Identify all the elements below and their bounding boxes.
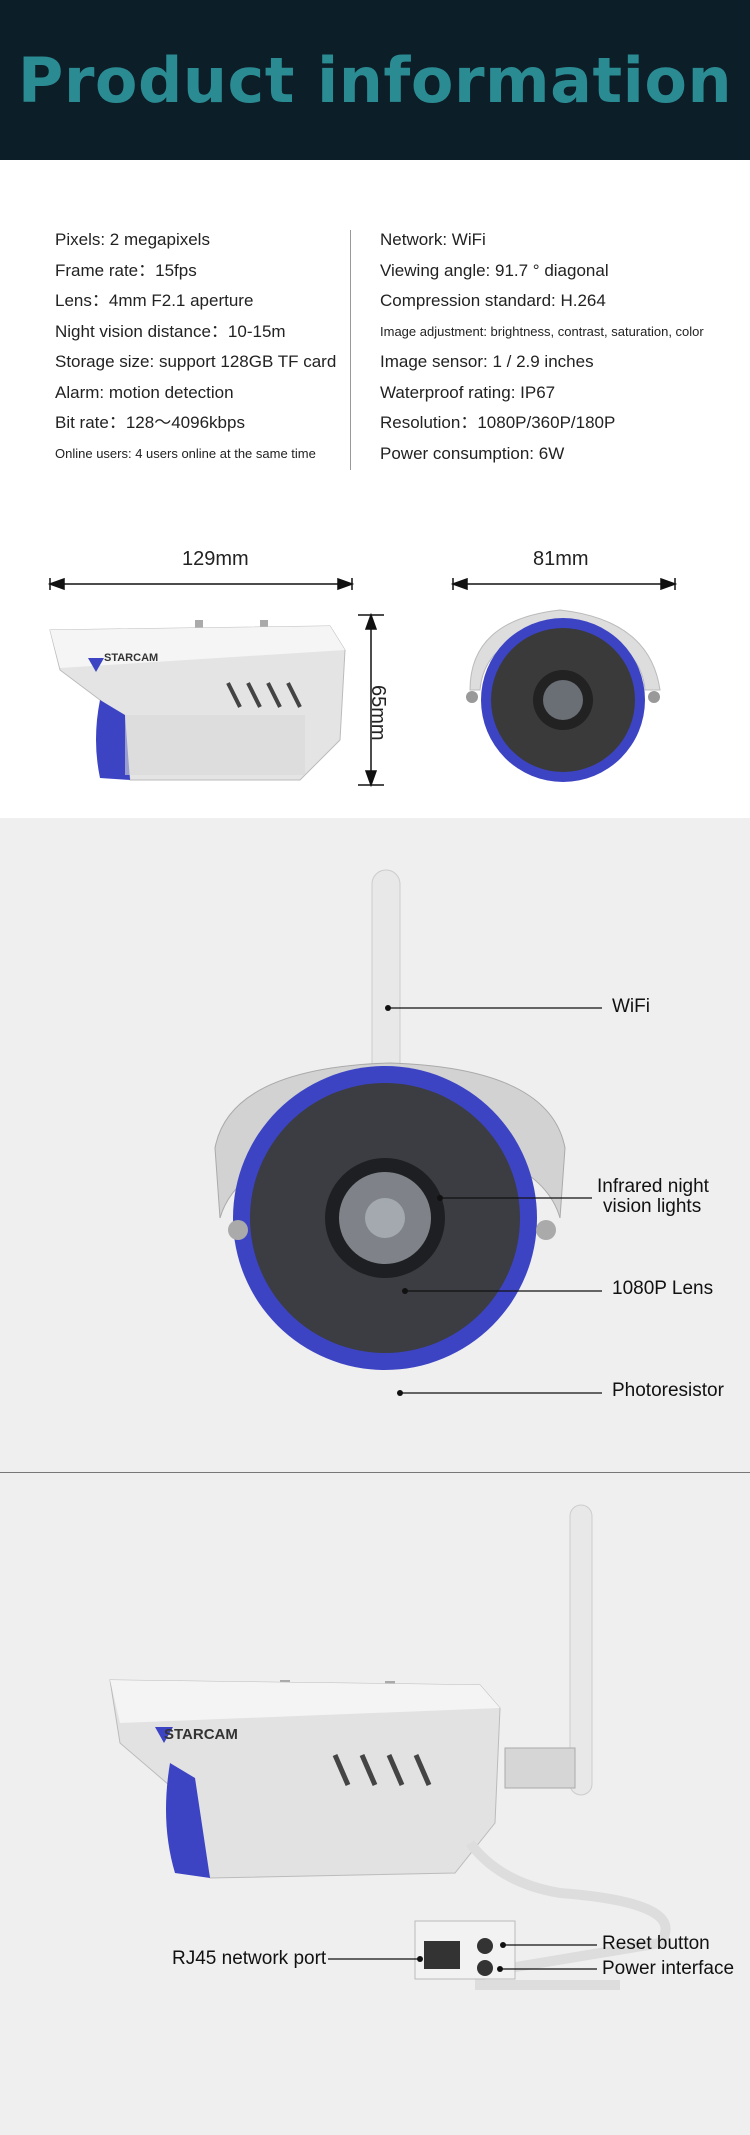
length-label: 129mm — [182, 548, 249, 570]
callout-rj45: RJ45 network port — [172, 1948, 327, 1969]
callout-reset: Reset button — [602, 1933, 710, 1954]
spec-item: Image sensor: 1 / 2.9 inches — [380, 352, 594, 371]
header-banner: Product information — [0, 0, 750, 160]
spec-item: Image adjustment: brightness, contrast, … — [380, 323, 704, 339]
brand-logo-large: STARCAM — [164, 1726, 238, 1743]
dimension-svg — [47, 577, 678, 788]
front-view-svg — [214, 869, 602, 1396]
page-title: Product information — [17, 43, 733, 117]
spec-item: Power consumption: 6W — [380, 443, 565, 463]
spec-item: Waterproof rating: IP67 — [380, 382, 556, 402]
length-arrow — [47, 577, 355, 591]
spec-item: Pixels: 2 megapixels — [55, 230, 210, 249]
side-view-section: STARCAM RJ45 network port Reset button P… — [0, 1473, 750, 2135]
side-camera-drawing — [49, 620, 346, 781]
rj45-port — [424, 1941, 460, 1969]
spec-item: Viewing angle: 91.7 ° diagonal — [380, 260, 609, 280]
specs-table: Pixels: 2 megapixels Frame rate：15fps Le… — [55, 225, 735, 475]
callout-lens: 1080P Lens — [612, 1278, 714, 1299]
front-view-section: WiFi Infrared night vision lights 1080P … — [0, 818, 750, 1473]
specs-divider — [350, 230, 351, 470]
specs-left-column: Pixels: 2 megapixels Frame rate：15fps Le… — [55, 225, 345, 469]
specs-right-column: Network: WiFi Viewing angle: 91.7 ° diag… — [380, 225, 740, 469]
callout-photoresistor: Photoresistor — [612, 1380, 724, 1401]
front-camera-drawing — [466, 609, 661, 782]
spec-item: Network: WiFi — [380, 230, 486, 249]
dimension-drawings: 129mm 65mm 81mm STARCAM — [0, 540, 750, 810]
width-label: 81mm — [533, 548, 589, 570]
spec-item: Resolution：1080P/360P/180P — [380, 413, 616, 432]
height-arrow — [358, 612, 384, 788]
spec-item: Storage size: support 128GB TF card — [55, 352, 337, 371]
brand-logo: STARCAM — [104, 652, 159, 664]
spec-item: Alarm: motion detection — [55, 382, 234, 402]
spec-item: Night vision distance：10-15m — [55, 321, 286, 341]
callout-power: Power interface — [602, 1958, 735, 1979]
callout-infrared-1: Infrared night — [597, 1176, 709, 1197]
spec-item: Frame rate：15fps — [55, 260, 197, 280]
spec-item: Online users: 4 users online at the same… — [55, 445, 316, 461]
callout-wifi: WiFi — [612, 996, 650, 1017]
side-view-svg — [109, 1504, 671, 1990]
callout-infrared-2: vision lights — [603, 1196, 702, 1217]
spec-item: Bit rate：128～4096kbps — [55, 413, 245, 432]
spec-item: Lens：4mm F2.1 aperture — [55, 291, 254, 310]
spec-item: Compression standard: H.264 — [380, 291, 606, 310]
height-label: 65mm — [367, 685, 389, 741]
width-arrow — [450, 577, 678, 591]
